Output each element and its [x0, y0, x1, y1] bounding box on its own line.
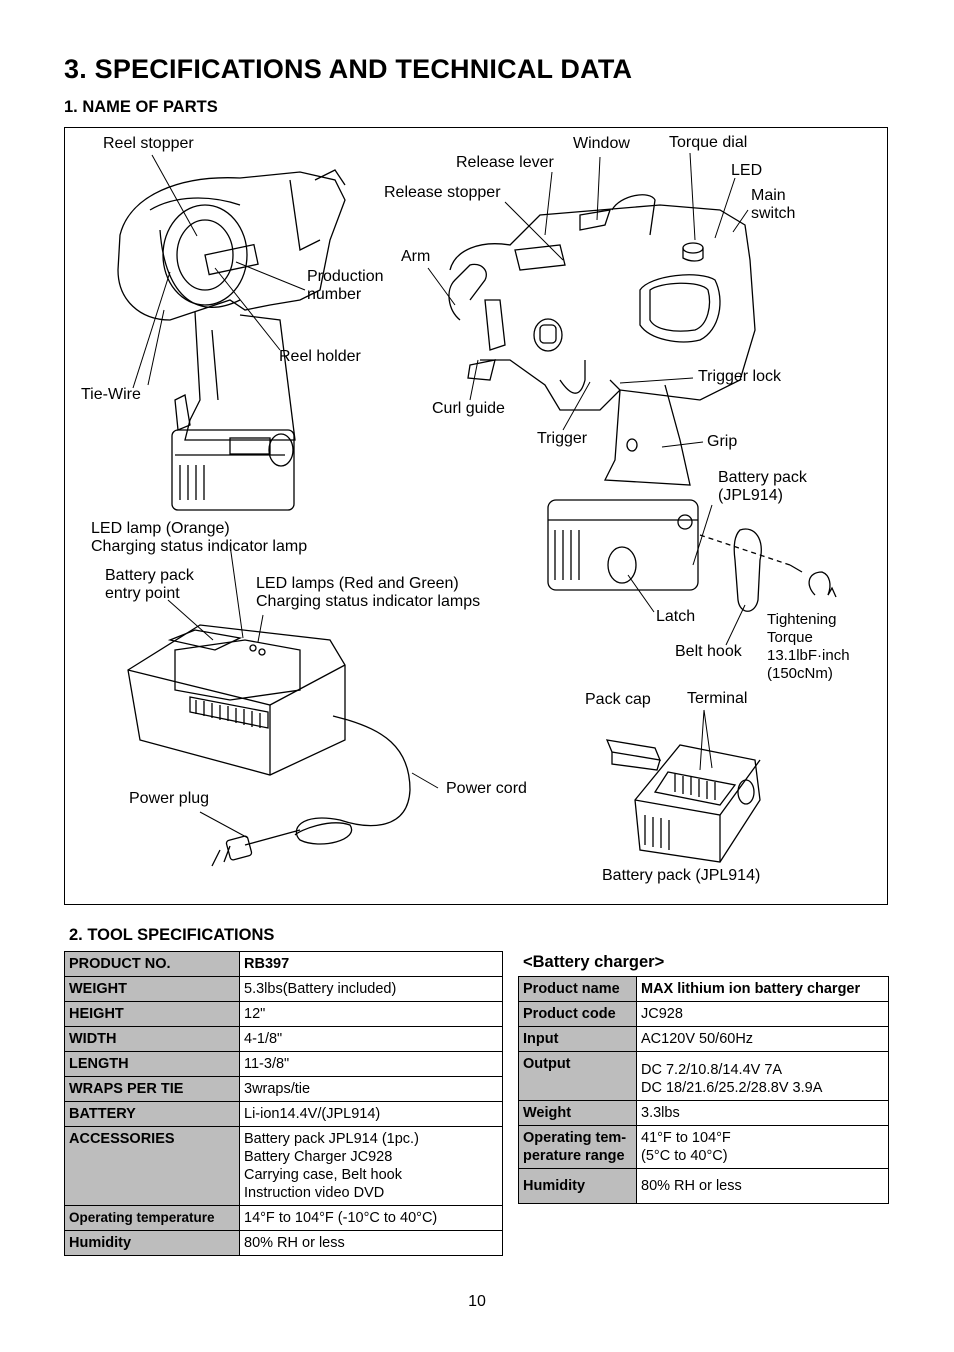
spec-key: WEIGHT: [64, 976, 240, 1002]
spec-key: PRODUCT NO.: [64, 951, 240, 977]
label-pack-cap: Pack cap: [585, 691, 651, 708]
section-tool-specifications: 2. TOOL SPECIFICATIONS: [69, 926, 275, 944]
label-battery-pack-jpl914: Battery pack (JPL914): [718, 469, 807, 504]
parts-illustration: [117, 152, 837, 867]
page-title: 3. SPECIFICATIONS AND TECHNICAL DATA: [64, 54, 633, 84]
spec-key: WIDTH: [64, 1026, 240, 1052]
charger-key: Operating tem- perature range: [518, 1125, 637, 1169]
parts-figure: [64, 127, 888, 905]
charger-key: Product name: [518, 976, 637, 1002]
charger-key: Output: [518, 1051, 637, 1101]
label-curl-guide: Curl guide: [432, 400, 505, 417]
charger-value: DC 7.2/10.8/14.4V 7A DC 18/21.6/25.2/28.…: [636, 1051, 889, 1101]
spec-value: 80% RH or less: [239, 1230, 503, 1256]
label-terminal: Terminal: [687, 690, 748, 707]
tool-rear-view-drawing: [117, 169, 346, 511]
spec-value: 12": [239, 1001, 503, 1027]
charger-key: Weight: [518, 1100, 637, 1126]
table-row: PRODUCT NO.RB397: [64, 951, 503, 977]
label-battery-pack-bottom: Battery pack (JPL914): [602, 867, 761, 884]
spec-key: ACCESSORIES: [64, 1126, 240, 1206]
label-reel-holder: Reel holder: [279, 348, 361, 365]
label-tie-wire: Tie-Wire: [81, 386, 141, 403]
label-trigger-lock: Trigger lock: [698, 368, 781, 385]
spec-key: LENGTH: [64, 1051, 240, 1077]
label-reel-stopper: Reel stopper: [103, 135, 194, 152]
spec-key: Operating temperature: [64, 1205, 240, 1231]
label-power-plug: Power plug: [129, 790, 210, 807]
charger-value: AC120V 50/60Hz: [636, 1026, 889, 1052]
spec-value: 14°F to 104°F (-10°C to 40°C): [239, 1205, 503, 1231]
label-led-lamps-red-green: LED lamps (Red and Green) Charging statu…: [256, 575, 481, 610]
battery-charger-heading: <Battery charger>: [523, 953, 665, 971]
label-latch: Latch: [656, 608, 696, 625]
spec-value: Li-ion14.4V/(JPL914): [239, 1101, 503, 1127]
section-name-of-parts: 1. NAME OF PARTS: [64, 98, 218, 116]
label-arm: Arm: [401, 248, 431, 265]
label-grip: Grip: [707, 433, 738, 450]
spec-value: Battery pack JPL914 (1pc.) Battery Charg…: [239, 1126, 503, 1206]
label-trigger: Trigger: [537, 430, 588, 447]
tool-side-view-drawing: [448, 194, 837, 612]
spec-key: BATTERY: [64, 1101, 240, 1127]
charger-value: 80% RH or less: [636, 1168, 889, 1204]
charger-key: Product code: [518, 1001, 637, 1027]
battery-pack-drawing: [605, 739, 761, 863]
label-led-lamp-orange: LED lamp (Orange) Charging status indica…: [91, 520, 308, 555]
charger-value: 3.3lbs: [636, 1100, 889, 1126]
spec-key: HEIGHT: [64, 1001, 240, 1027]
spec-value: 4-1/8": [239, 1026, 503, 1052]
spec-key: WRAPS PER TIE: [64, 1076, 240, 1102]
page-number: 10: [468, 1293, 486, 1310]
label-release-lever: Release lever: [456, 154, 554, 171]
label-window: Window: [573, 135, 630, 152]
spec-value: RB397: [239, 951, 503, 977]
spec-value: 11-3/8": [239, 1051, 503, 1077]
charger-key: Input: [518, 1026, 637, 1052]
leader-lines: [132, 152, 749, 839]
spec-value: 5.3lbs(Battery included): [239, 976, 503, 1002]
label-battery-pack-entry-point: Battery pack entry point: [105, 567, 194, 602]
spec-key: Humidity: [64, 1230, 240, 1256]
label-led: LED: [731, 162, 763, 179]
charger-value: 41°F to 104°F (5°C to 40°C): [636, 1125, 889, 1169]
spec-value: 3wraps/tie: [239, 1076, 503, 1102]
charger-drawing: [127, 624, 411, 867]
label-tightening-torque: Tightening Torque 13.1lbF·inch (150cNm): [767, 611, 850, 682]
label-release-stopper: Release stopper: [384, 184, 501, 201]
label-belt-hook: Belt hook: [675, 643, 742, 660]
label-main-switch: Main switch: [751, 187, 796, 222]
label-torque-dial: Torque dial: [669, 134, 748, 151]
charger-value: MAX lithium ion battery charger: [636, 976, 889, 1002]
label-power-cord: Power cord: [446, 780, 527, 797]
charger-value: JC928: [636, 1001, 889, 1027]
charger-key: Humidity: [518, 1168, 637, 1204]
label-production-number: Production number: [307, 268, 384, 303]
